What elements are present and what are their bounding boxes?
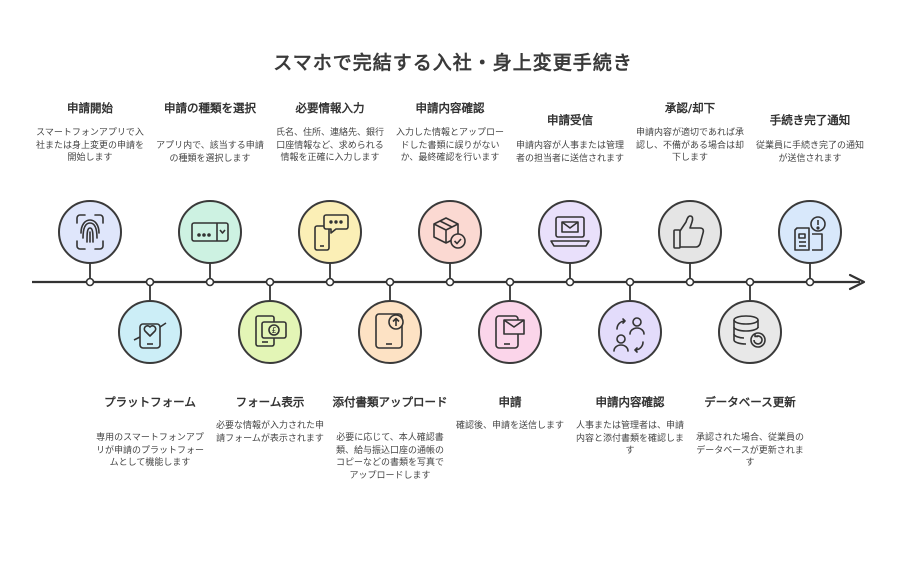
- document-alert-icon: [794, 216, 826, 251]
- step-title: 申請内容確認: [595, 395, 665, 409]
- top-step-node: [58, 200, 122, 287]
- top-step-node: [538, 200, 602, 287]
- bottom-step-node: [358, 277, 422, 364]
- step-description: スマートフォンアプリで入社または身上変更の申請を開始します: [36, 128, 145, 163]
- database-refresh-icon: [733, 315, 766, 348]
- fingerprint-icon: [76, 214, 104, 250]
- step-title: 承認/却下: [664, 101, 716, 115]
- step-description: 氏名、住所、連絡先、銀行口座情報など、求められる情報を正確に入力します: [276, 128, 385, 163]
- step-title: データベース更新: [704, 395, 796, 409]
- bottom-step-node: [598, 277, 662, 364]
- step-title: 申請の種類を選択: [164, 101, 256, 115]
- top-step-node: [418, 200, 482, 287]
- step-description: 専用のスマートフォンアプリが申請のプラットフォームとして機能します: [96, 433, 205, 468]
- step-title: 申請受信: [547, 113, 593, 127]
- step-title: 申請開始: [67, 101, 113, 115]
- step-title: プラットフォーム: [104, 395, 196, 409]
- step-description: 入力した情報とアップロードした書類に誤りがないか、最終確認を行います: [396, 128, 505, 163]
- laptop-mail-icon: [550, 216, 590, 247]
- phone-upload-icon: [375, 313, 404, 349]
- diagram-title: スマホで完結する入社・身上変更手続き: [273, 52, 633, 74]
- bottom-step-node: [118, 277, 182, 364]
- step-description: 必要な情報が入力された申請フォームが表示されます: [216, 421, 325, 444]
- step-description: 申請内容が人事または管理者の担当者に送信されます: [516, 141, 625, 164]
- timeline-arrowhead: [848, 273, 866, 291]
- phone-heart-icon: [133, 322, 167, 349]
- thumbs-up-icon: [673, 215, 705, 249]
- top-step-node: [298, 200, 362, 287]
- package-check-icon: [433, 217, 466, 249]
- step-description: 申請内容が適切であれば承認し、不備がある場合は却下します: [636, 128, 745, 163]
- bottom-step-node: £: [238, 277, 302, 364]
- phone-money-icon: £: [255, 315, 287, 347]
- step-description: 人事または管理者は、申請内容と添付書類を確認します: [576, 421, 685, 456]
- bottom-step-node: [478, 277, 542, 364]
- dropdown-select-icon: [191, 222, 229, 242]
- step-description: 必要に応じて、本人確認書類、給与振込口座の通帳のコピーなどの書類を写真でアップロ…: [336, 433, 445, 481]
- users-swap-icon: [613, 317, 645, 353]
- step-title: 手続き完了通知: [769, 113, 851, 127]
- step-description: 確認後、申請を送信します: [456, 421, 565, 431]
- step-description: アプリ内で、該当する申請の種類を選択します: [156, 141, 264, 164]
- step-title: 添付書類アップロード: [332, 395, 448, 409]
- phone-chat-icon: [314, 214, 349, 251]
- step-description: 承認された場合、従業員のデータベースが更新されます: [696, 433, 805, 468]
- top-step-node: [658, 200, 722, 287]
- step-description: 従業員に手続き完了の通知が送信されます: [756, 141, 865, 164]
- top-step-node: [178, 200, 242, 287]
- phone-mail-icon: [495, 315, 525, 349]
- bottom-step-node: [718, 277, 782, 364]
- svg-text:£: £: [271, 326, 276, 335]
- step-title: 申請内容確認: [415, 101, 485, 115]
- step-title: 申請: [498, 395, 522, 409]
- step-title: 必要情報入力: [295, 101, 365, 115]
- step-title: フォーム表示: [235, 395, 305, 409]
- top-step-node: [778, 200, 842, 287]
